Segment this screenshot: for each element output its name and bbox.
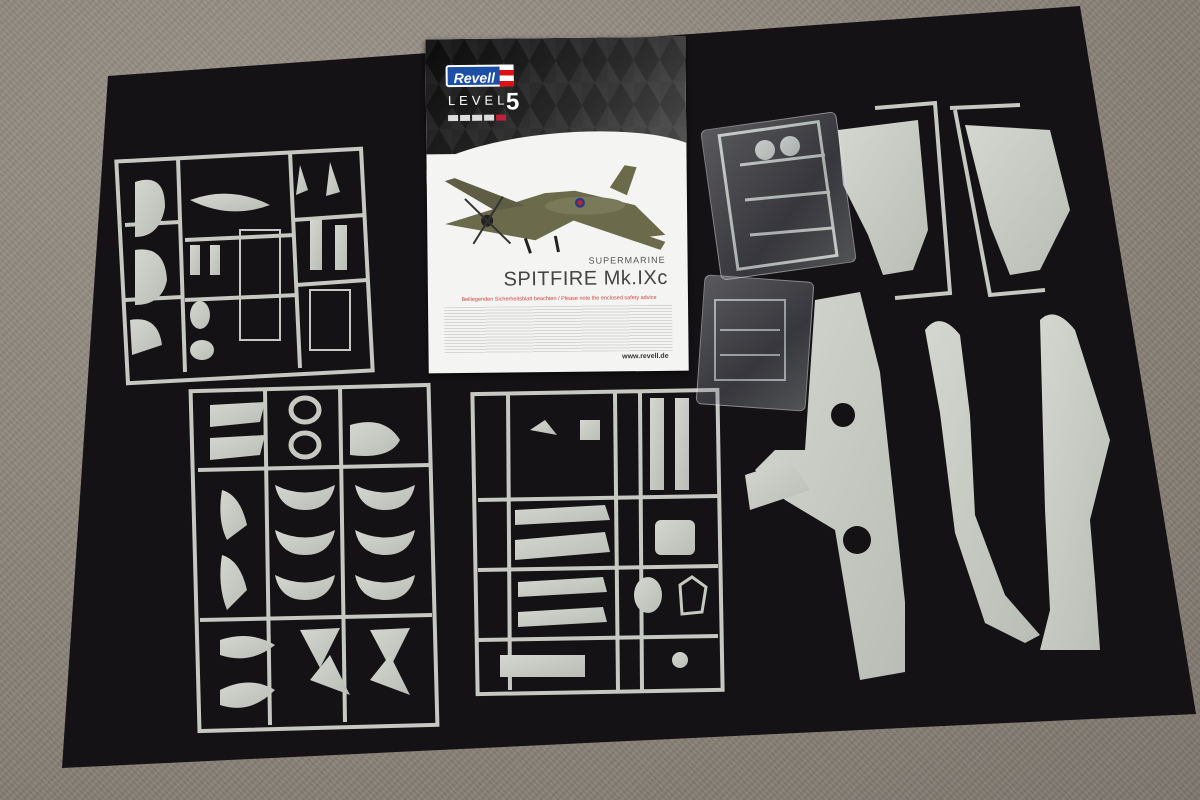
- fuselage-half-right: [1040, 314, 1110, 650]
- booklet-subtitle: SUPERMARINE: [588, 254, 666, 266]
- instruction-booklet: Revell LEVEL 5 SUPERMARINE SPITFIRE Mk.I…: [425, 36, 689, 374]
- clear-parts-bag: [695, 274, 815, 412]
- sprue-frame-bottom-middle: [470, 387, 725, 697]
- booklet-title: SPITFIRE Mk.IXc: [503, 266, 668, 291]
- fuselage-half-left: [925, 321, 1040, 643]
- clear-parts: [714, 299, 786, 381]
- spitfire-illustration: [444, 165, 666, 254]
- sprue-frame-top-left: [114, 146, 375, 386]
- sprue-frame-small: [717, 119, 839, 271]
- skill-level-number: 5: [505, 88, 520, 116]
- parts-bag-small-sprue: [700, 111, 857, 281]
- revell-flag-icon: [499, 64, 514, 87]
- wing-upper-left: [838, 120, 928, 275]
- booklet-fine-print: [444, 304, 673, 354]
- booklet-website: www.revell.de: [622, 352, 669, 361]
- skill-level-label: LEVEL: [447, 92, 509, 109]
- wing-upper-right: [965, 125, 1070, 275]
- skill-level-bars: [448, 114, 507, 122]
- safety-advice: Beiliegenden Sicherheitsblatt beachten /…: [461, 294, 657, 304]
- wing-lower: [745, 292, 905, 680]
- sprue-parts-bottom-middle: [500, 398, 708, 677]
- sprue-frame-bottom-left: [188, 382, 440, 734]
- sprue-parts-top-left: [130, 162, 351, 360]
- sprue-parts-bottom-left: [210, 395, 415, 708]
